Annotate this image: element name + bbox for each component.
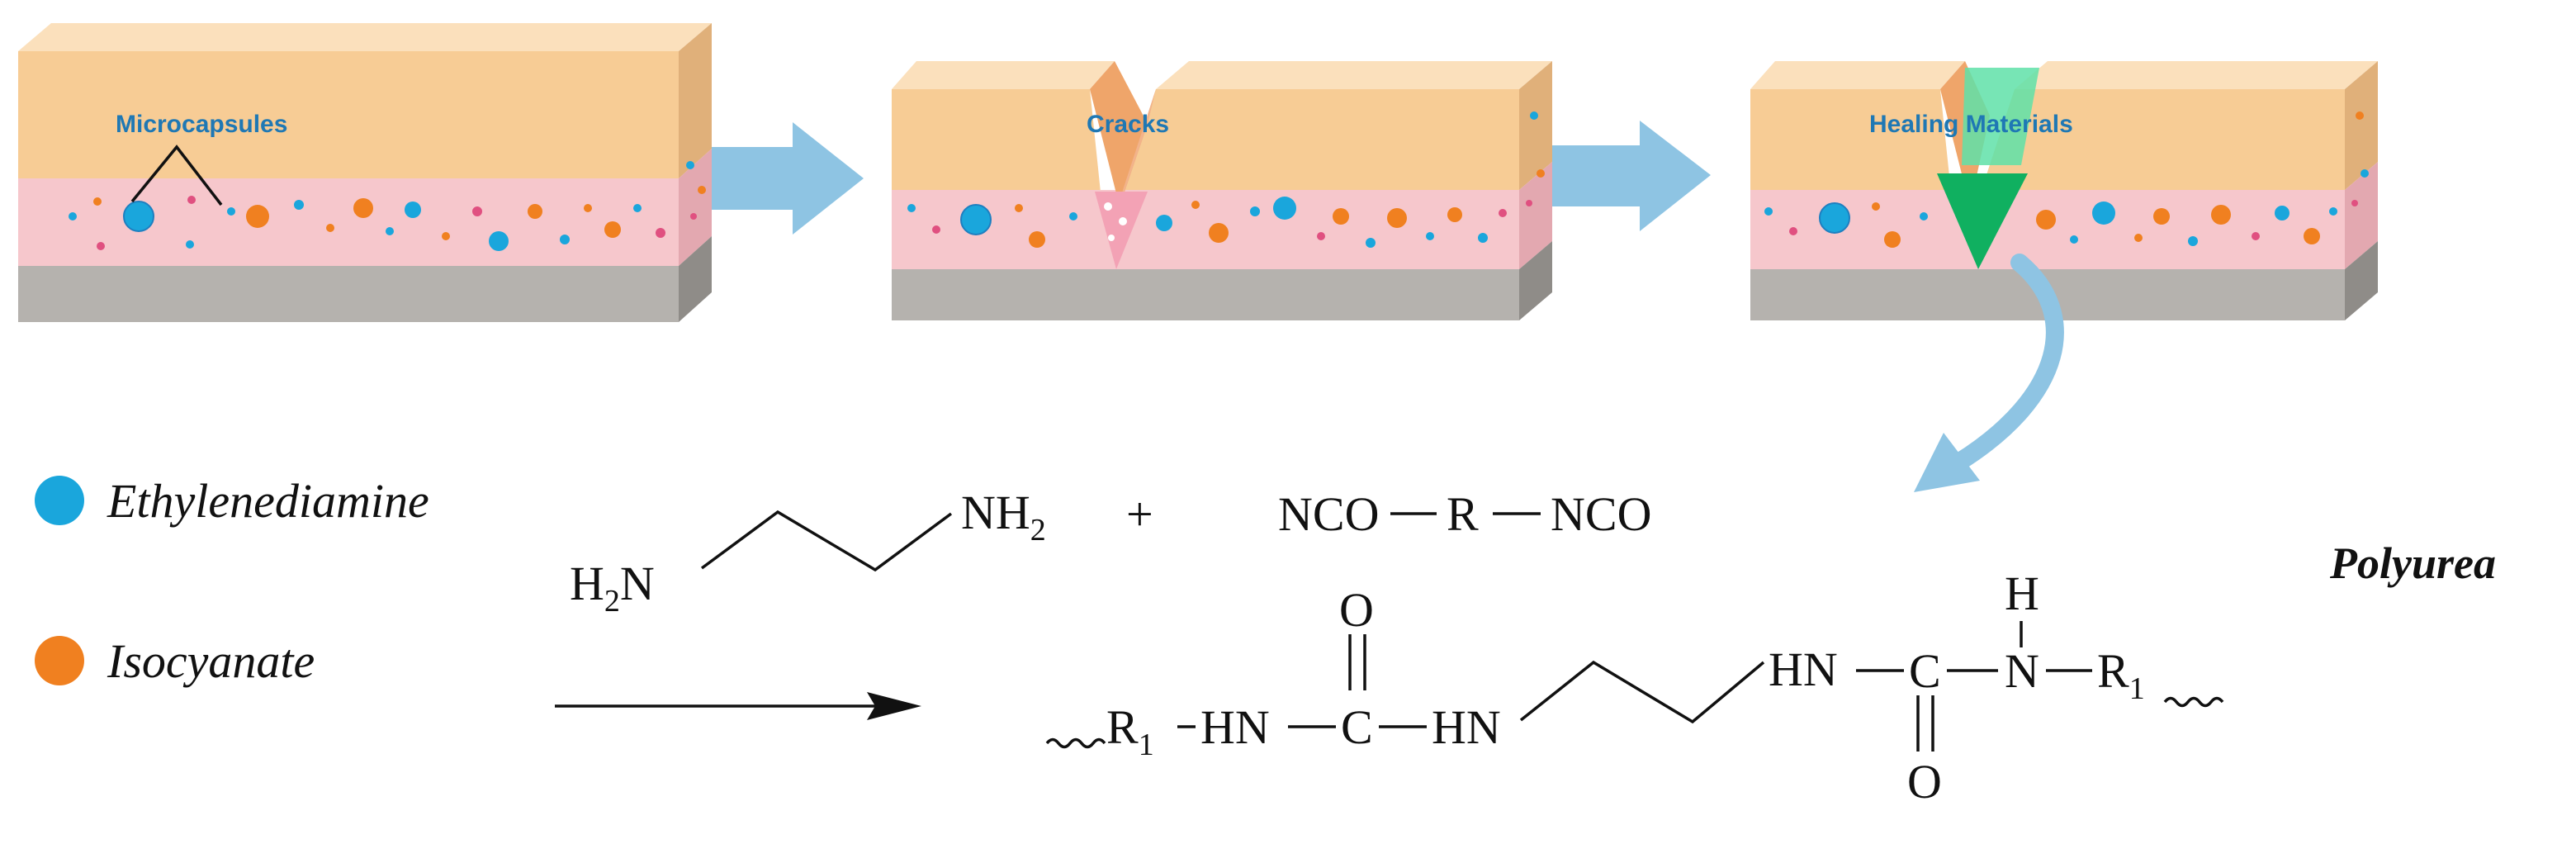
legend-ethylenediamine: Ethylenediamine	[107, 474, 429, 528]
hn-2: HN	[1432, 700, 1501, 754]
plus-sign: +	[1126, 487, 1153, 541]
oxygen-2: O	[1907, 755, 1942, 808]
carbonyl-c-2: C	[1909, 644, 1941, 698]
reactants: H2N NH2 + NCO R NCO	[570, 486, 1651, 619]
isocyanate-marker	[35, 636, 84, 685]
block-cracked: Cracks	[892, 61, 1552, 320]
n-right: N	[2005, 644, 2039, 698]
nh2-group: NH2	[961, 486, 1046, 548]
stage-arrow-1	[712, 122, 864, 235]
legend: Ethylenediamine Isocyanate	[35, 474, 429, 688]
product-name: Polyurea	[2329, 538, 2496, 588]
legend-isocyanate: Isocyanate	[107, 634, 315, 688]
stage-arrow-2	[1552, 121, 1711, 231]
capsules-2	[907, 111, 1545, 248]
ethylenediamine-marker	[35, 476, 84, 525]
r1-left: R1	[1106, 700, 1154, 762]
label-microcapsules: Microcapsules	[116, 111, 287, 138]
capsules-3	[1764, 111, 2369, 248]
r1-right: R1	[2097, 644, 2145, 706]
oxygen-1: O	[1339, 583, 1374, 637]
h2n-group: H2N	[570, 557, 655, 619]
nco-right: NCO	[1551, 487, 1651, 541]
label-cracks: Cracks	[1087, 111, 1169, 138]
healing-material	[1962, 68, 2039, 165]
hn-3: HN	[1769, 642, 1838, 696]
nco-left: NCO	[1278, 487, 1379, 541]
label-healing-materials: Healing Materials	[1869, 111, 2073, 138]
block-healed: Healing Materials	[1750, 61, 2378, 320]
carbonyl-c-1: C	[1341, 700, 1373, 754]
h-top: H	[2005, 567, 2039, 620]
capsules-1	[69, 161, 706, 251]
curved-arrow	[1949, 254, 2064, 472]
hn-1: HN	[1200, 700, 1270, 754]
block-intact: Microcapsules	[18, 23, 712, 322]
r-group: R	[1447, 487, 1479, 541]
polyurea-structure: R1 HN C O HN HN C O H N R1	[1045, 567, 2224, 808]
